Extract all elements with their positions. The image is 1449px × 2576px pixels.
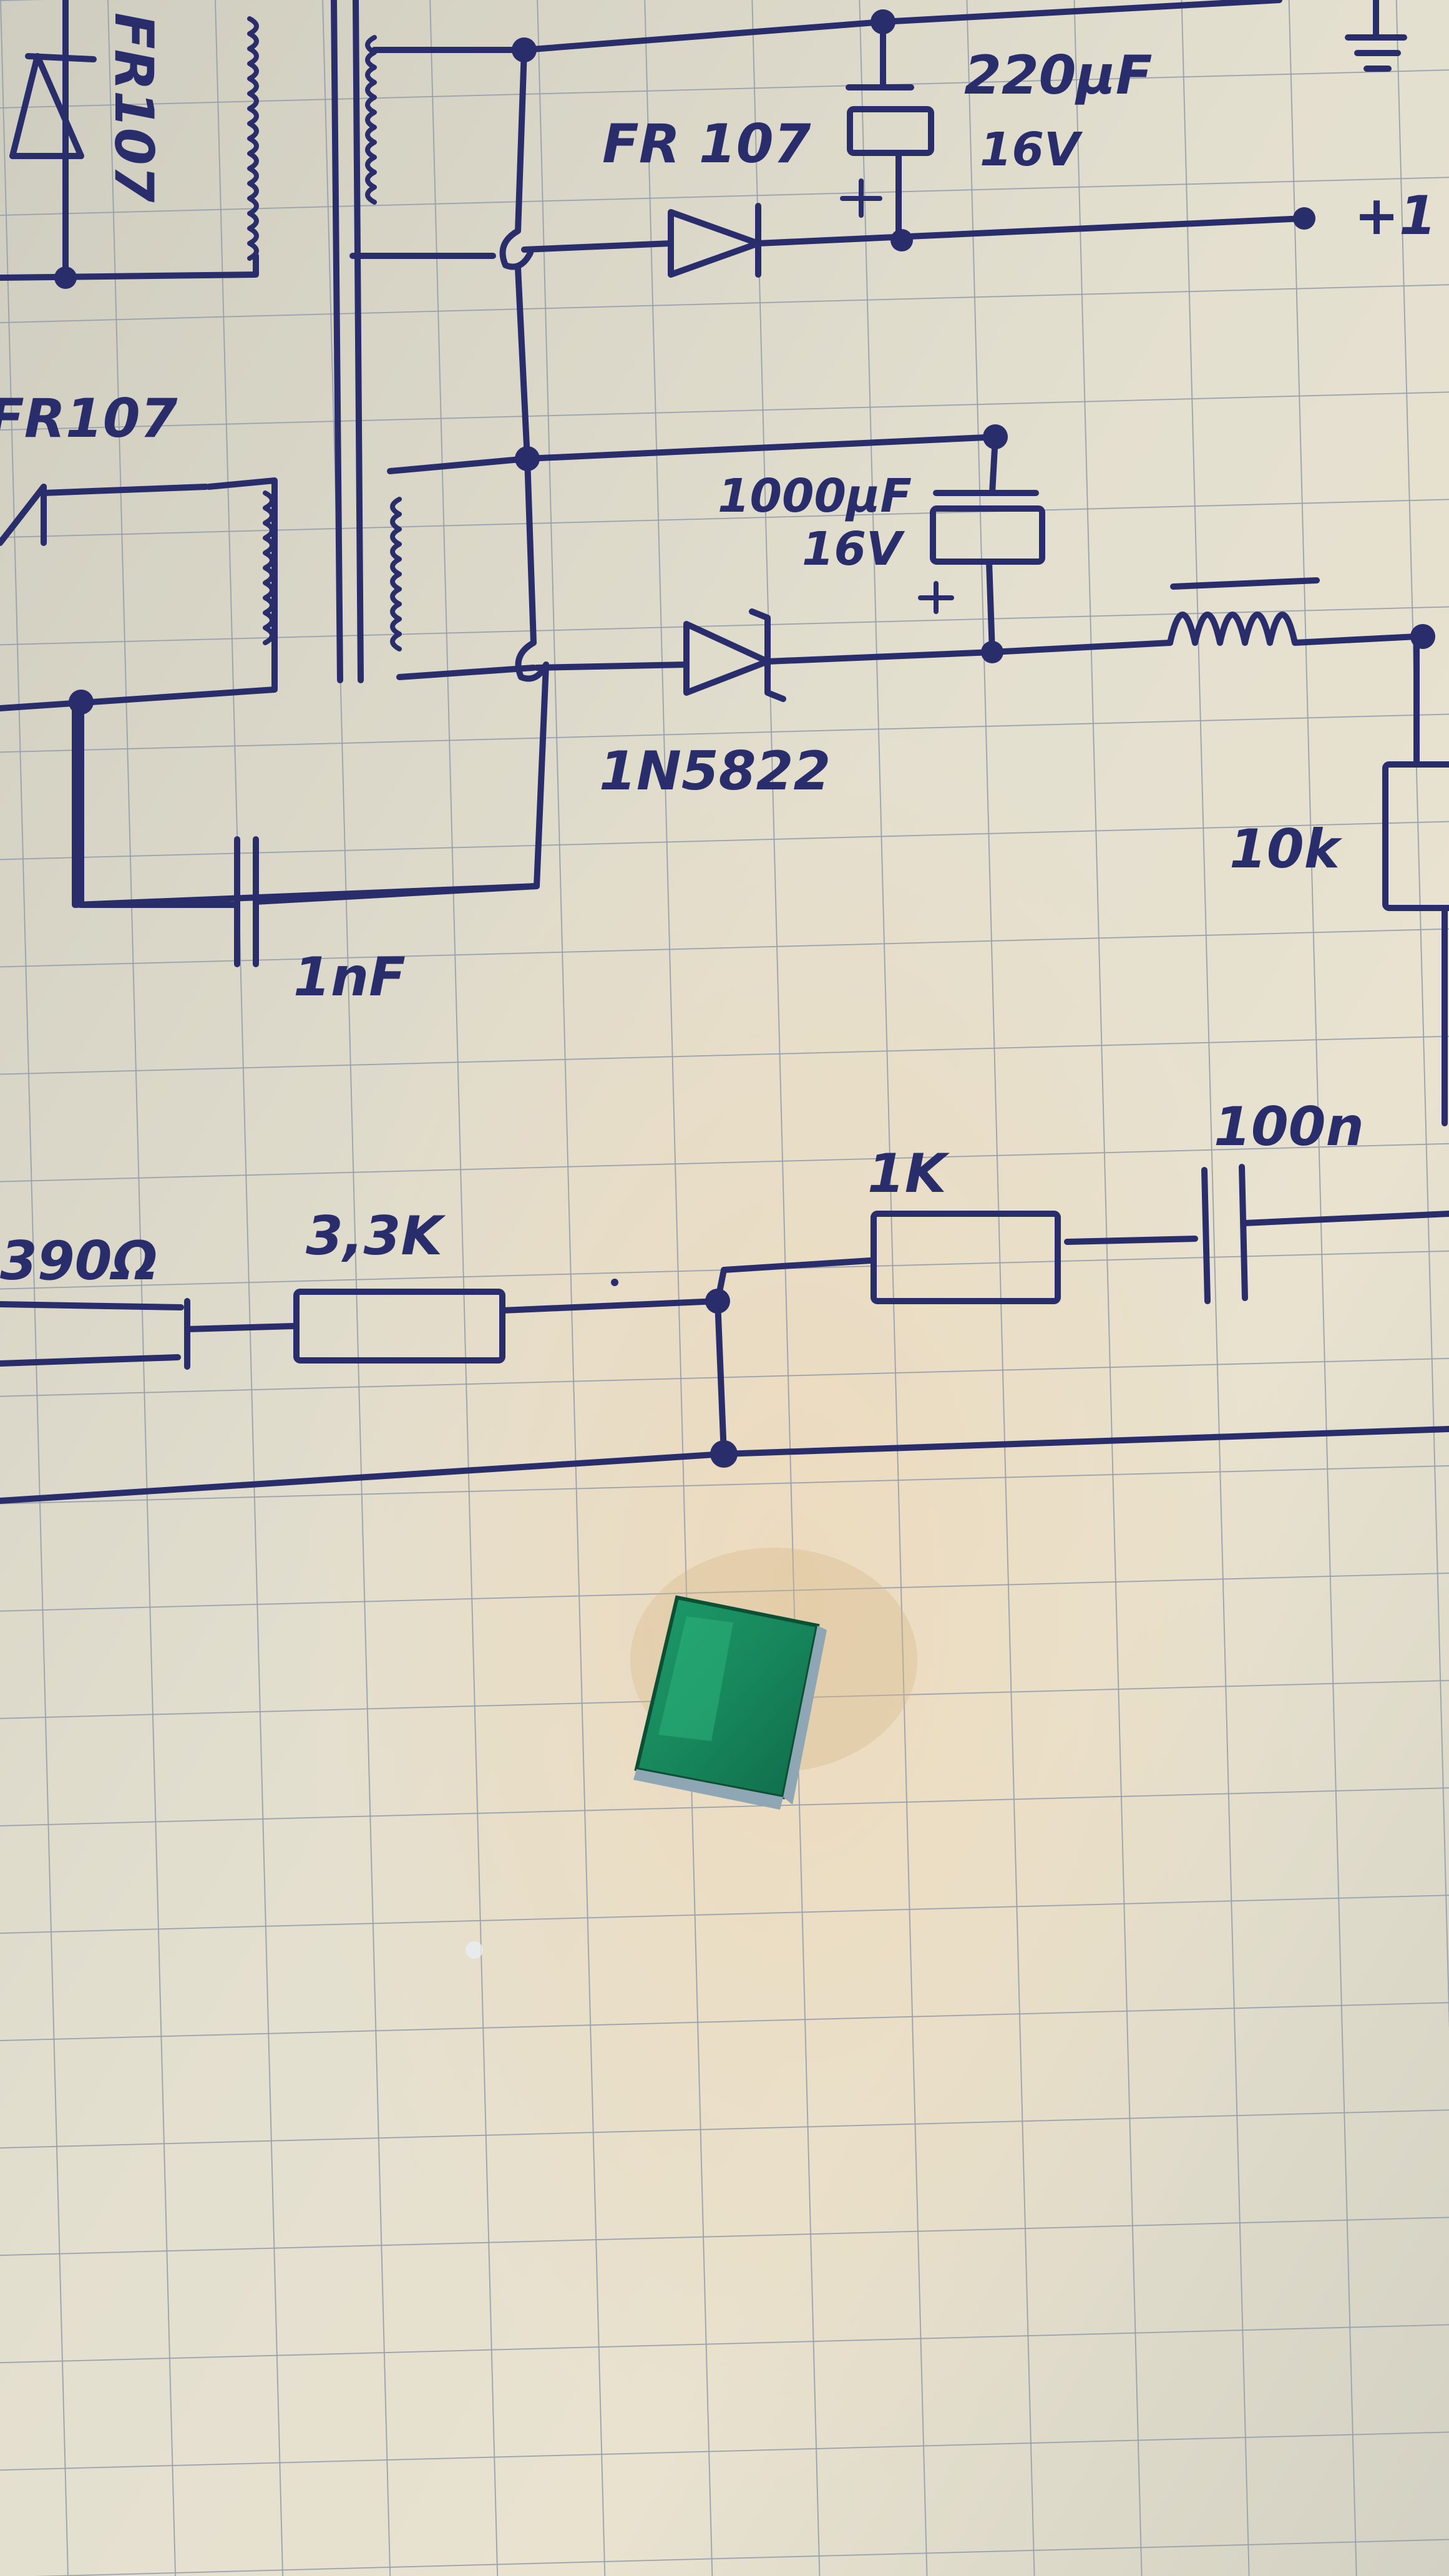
bottom-network: 390Ω 3,3K 1K 100n (0, 1096, 1449, 1504)
cap-100n-label: 100n (1214, 1096, 1364, 1158)
schottky-section: 1000µF 16V 1N5822 (534, 434, 1435, 803)
capacitor-1nf: 1nF (78, 699, 540, 1008)
res-3k3-label: 3,3K (306, 1205, 446, 1267)
diode-top-label: FR 107 (602, 113, 811, 175)
res-10k-label: 10k (1229, 818, 1343, 881)
diode-top-left-label: FR107 (102, 12, 165, 203)
transformer (247, 0, 402, 683)
resistor-10k: 10k (1229, 633, 1449, 1126)
rail-plus-label: +1 (1354, 185, 1437, 247)
cap-1000-voltage: 16V (802, 522, 905, 576)
diode-top-left: FR107 (0, 0, 259, 289)
green-smd-component (630, 1548, 917, 1810)
top-output-section: 220µF 16V FR 107 +1 (349, 0, 1437, 278)
cap-1000-label: 1000µF (718, 469, 912, 523)
cap-1n-label: 1nF (293, 946, 406, 1008)
res-1k-label: 1K (867, 1143, 950, 1205)
diode-mid-left: FR107 (0, 388, 209, 546)
cap-220-voltage: 16V (980, 123, 1083, 177)
diode-mid-left-label: FR107 (0, 388, 178, 450)
glitter-speck (466, 1941, 483, 1959)
cap-220-label: 220µF (964, 44, 1153, 107)
res-390-label: 390Ω (0, 1230, 158, 1292)
schottky-label: 1N5822 (599, 740, 831, 803)
